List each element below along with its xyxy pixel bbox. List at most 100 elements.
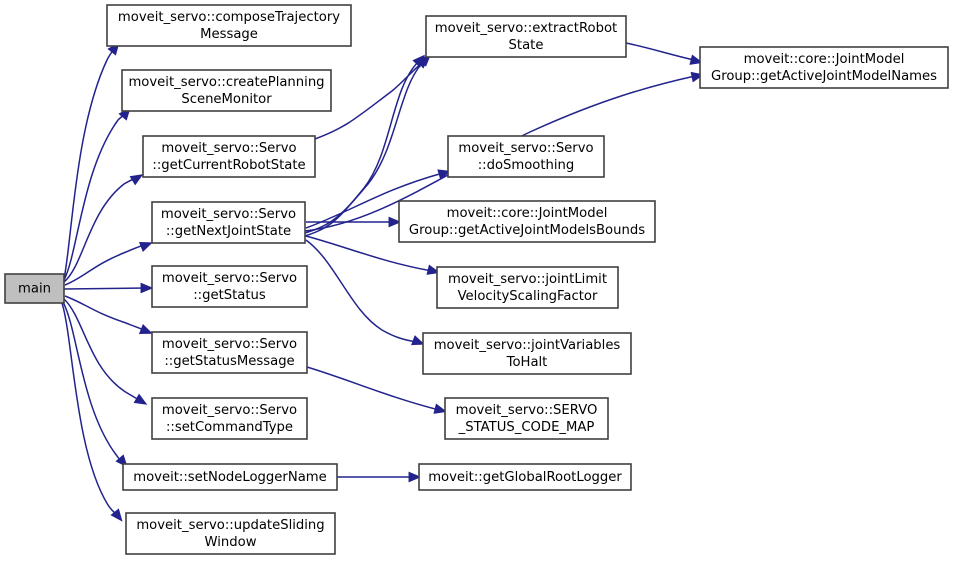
edge-line bbox=[304, 75, 696, 232]
graph-node-getActiveJointModelsBounds[interactable]: moveit::core::JointModelGroup::getActive… bbox=[398, 200, 656, 243]
edge-arrowhead-icon bbox=[411, 335, 425, 346]
node-label-line: moveit_servo::composeTrajectory bbox=[118, 10, 340, 25]
node-label-line: moveit_servo::Servo bbox=[161, 207, 296, 222]
node-label-line: moveit::getGlobalRootLogger bbox=[428, 470, 622, 485]
node-box[interactable] bbox=[142, 135, 316, 178]
node-box[interactable] bbox=[422, 332, 632, 375]
edge-line bbox=[304, 61, 419, 237]
node-label-line: SceneMonitor bbox=[181, 92, 272, 107]
graph-node-getStatus[interactable]: moveit_servo::Servo::getStatus bbox=[151, 265, 308, 308]
graph-node-SERVO_STATUS_CODE_MAP[interactable]: moveit_servo::SERVO_STATUS_CODE_MAP bbox=[444, 397, 609, 440]
edge-arrowhead-icon bbox=[138, 241, 153, 252]
node-label-line: Window bbox=[205, 535, 257, 550]
call-edge bbox=[63, 298, 148, 405]
graph-node-jointLimitVelocityScalingFactor[interactable]: moveit_servo::jointLimitVelocityScalingF… bbox=[436, 266, 619, 309]
nodes-layer: main moveit_servo::composeTrajectoryMessa… bbox=[4, 4, 949, 555]
node-box[interactable] bbox=[436, 266, 619, 309]
node-label-line: moveit_servo::updateSliding bbox=[136, 518, 324, 533]
edge-arrowhead-icon bbox=[426, 264, 441, 275]
edge-line bbox=[64, 295, 147, 332]
node-box[interactable] bbox=[699, 46, 949, 89]
node-box[interactable] bbox=[444, 397, 609, 440]
node-label-line: ::getNextJointState bbox=[166, 224, 291, 239]
node-label-line: moveit_servo::Servo bbox=[162, 337, 297, 352]
edge-line bbox=[305, 239, 418, 343]
call-edge bbox=[61, 302, 123, 522]
graph-node-getNextJointState[interactable]: moveit_servo::Servo::getNextJointState bbox=[151, 201, 306, 244]
edge-arrowhead-icon bbox=[388, 216, 402, 228]
node-label-line: moveit_servo::Servo bbox=[162, 271, 297, 286]
node-label-line: moveit::core::JointModel bbox=[744, 52, 905, 67]
graph-node-getStatusMessage[interactable]: moveit_servo::Servo::getStatusMessage bbox=[151, 331, 308, 374]
graph-node-getActiveJointModelNames[interactable]: moveit::core::JointModelGroup::getActive… bbox=[699, 46, 949, 89]
graph-node-getGlobalRootLogger[interactable]: moveit::getGlobalRootLogger bbox=[418, 463, 632, 491]
edge-line bbox=[63, 298, 142, 402]
node-label-line: ::getStatus bbox=[193, 288, 266, 303]
node-label-line: Group::getActiveJointModelNames bbox=[711, 69, 937, 84]
node-label-line: State bbox=[509, 38, 544, 53]
call-edge bbox=[625, 42, 704, 65]
node-box[interactable] bbox=[151, 265, 308, 308]
call-edge bbox=[62, 301, 128, 468]
graph-node-setNodeLoggerName[interactable]: moveit::setNodeLoggerName bbox=[122, 463, 338, 491]
edge-arrowhead-icon bbox=[138, 324, 153, 334]
node-box[interactable] bbox=[425, 15, 627, 58]
node-box[interactable] bbox=[106, 4, 352, 47]
node-box[interactable] bbox=[447, 135, 605, 178]
edge-line bbox=[62, 301, 125, 464]
edge-arrowhead-icon bbox=[110, 508, 123, 522]
call-edge bbox=[337, 471, 422, 483]
node-label-line: ::doSmoothing bbox=[478, 158, 575, 173]
call-edge bbox=[63, 42, 120, 280]
graph-node-main[interactable]: main bbox=[4, 273, 65, 304]
edge-arrowhead-icon bbox=[408, 471, 422, 483]
graph-node-getCurrentRobotState[interactable]: moveit_servo::Servo::getCurrentRobotStat… bbox=[142, 135, 316, 178]
node-label-line: moveit_servo::jointVariables bbox=[434, 338, 621, 353]
node-box[interactable] bbox=[125, 512, 336, 555]
call-edge bbox=[305, 235, 441, 275]
edge-arrowhead-icon bbox=[129, 174, 144, 186]
edge-line bbox=[61, 302, 120, 518]
call-edge bbox=[64, 241, 153, 286]
node-label-line: moveit_servo::Servo bbox=[458, 141, 593, 156]
call-edge bbox=[305, 239, 425, 346]
edge-line bbox=[306, 366, 440, 411]
node-box[interactable] bbox=[151, 201, 306, 244]
node-label-line: moveit_servo::extractRobot bbox=[435, 21, 617, 36]
graph-node-setCommandType[interactable]: moveit_servo::Servo::setCommandType bbox=[151, 397, 308, 440]
node-label-line: Group::getActiveJointModelsBounds bbox=[409, 223, 645, 238]
call-edge bbox=[64, 295, 153, 334]
edge-arrowhead-icon bbox=[437, 169, 452, 180]
edge-line bbox=[305, 235, 433, 272]
node-label-line: ::getCurrentRobotState bbox=[152, 158, 305, 173]
node-box[interactable] bbox=[151, 397, 308, 440]
node-label-line: moveit_servo::jointLimit bbox=[448, 272, 607, 287]
node-label-line: moveit_servo::SERVO bbox=[456, 403, 598, 418]
edge-line bbox=[625, 42, 695, 61]
edge-line bbox=[64, 243, 148, 286]
node-label-line: ::setCommandType bbox=[166, 420, 293, 435]
graph-node-doSmoothing[interactable]: moveit_servo::Servo::doSmoothing bbox=[447, 135, 605, 178]
node-label-line: Message bbox=[200, 27, 258, 42]
node-box[interactable] bbox=[151, 331, 308, 374]
node-box[interactable] bbox=[418, 463, 632, 491]
call-edge bbox=[63, 282, 154, 294]
node-label-line: moveit_servo::Servo bbox=[162, 403, 297, 418]
edge-arrowhead-icon bbox=[689, 54, 704, 65]
node-box[interactable] bbox=[4, 273, 65, 304]
edge-line bbox=[63, 287, 147, 290]
edge-arrowhead-icon bbox=[133, 393, 148, 405]
node-box[interactable] bbox=[122, 463, 338, 491]
node-box[interactable] bbox=[121, 69, 332, 112]
node-label-line: moveit::setNodeLoggerName bbox=[133, 470, 327, 485]
node-box[interactable] bbox=[398, 200, 656, 243]
node-label-line: moveit_servo::createPlanning bbox=[128, 75, 324, 90]
node-label-line: moveit::core::JointModel bbox=[447, 206, 608, 221]
